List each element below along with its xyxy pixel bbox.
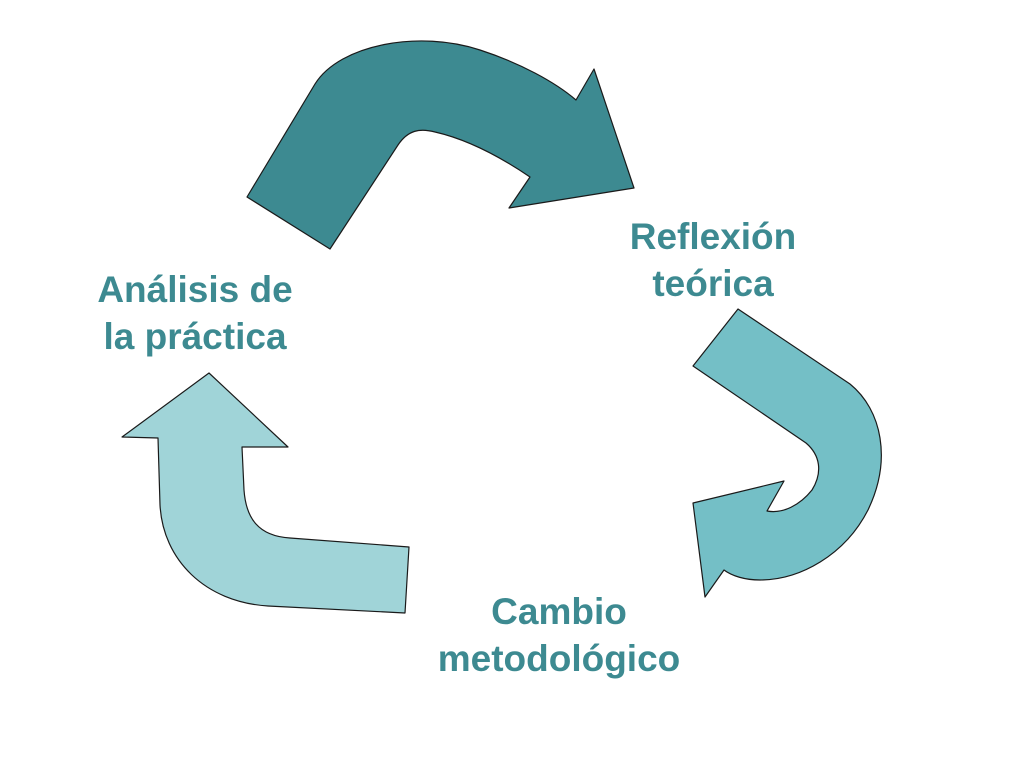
- arrow-analisis-to-reflexion: [246, 40, 635, 250]
- arrow-cambio-to-analisis: [121, 372, 410, 614]
- label-analisis-line2: la práctica: [103, 316, 287, 357]
- label-reflexion-teorica: Reflexión teórica: [590, 213, 836, 307]
- arrow-reflexion-to-cambio: [692, 308, 882, 598]
- label-reflexion-line1: Reflexión: [629, 216, 797, 257]
- label-analisis-line1: Análisis de: [97, 269, 293, 310]
- label-analisis-practica: Análisis de la práctica: [62, 266, 328, 360]
- label-reflexion-line2: teórica: [652, 263, 774, 304]
- label-cambio-metodologico: Cambio metodológico: [398, 588, 720, 682]
- label-cambio-line1: Cambio: [491, 591, 627, 632]
- label-cambio-line2: metodológico: [437, 638, 681, 679]
